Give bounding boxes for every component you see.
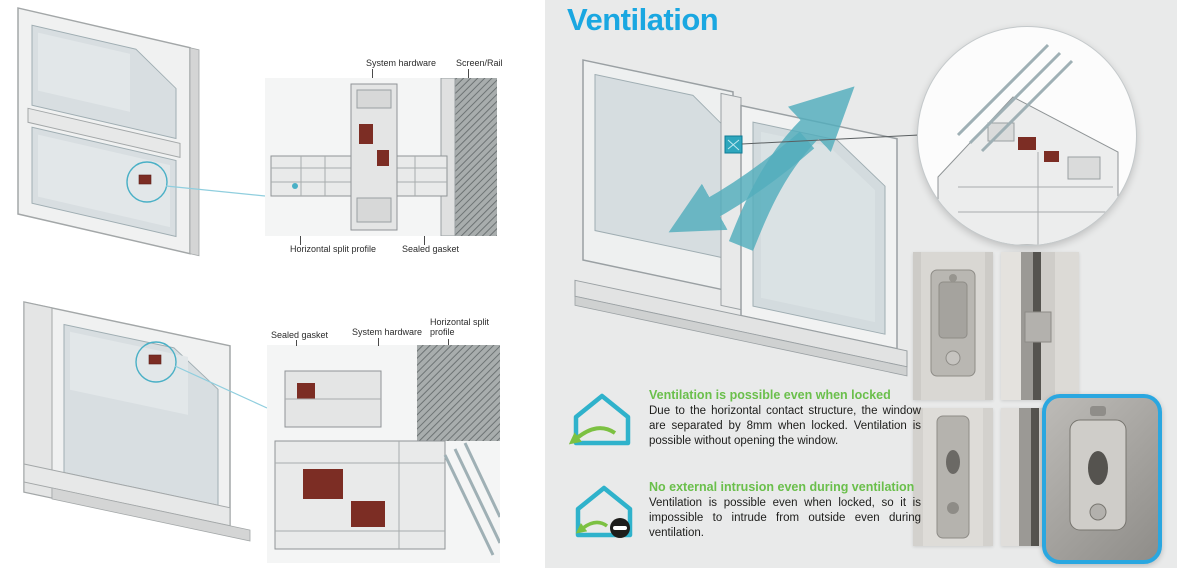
hinge-block: [1024, 311, 1052, 343]
leader-line-to-circle: [741, 134, 920, 145]
glass-layer: [443, 454, 495, 556]
label-horizontal-split-profile-bottom: Horizontal split profile: [430, 317, 490, 337]
leader-line-bottom: [174, 365, 268, 409]
callout-line: [378, 338, 379, 346]
cross-section-top-art: [265, 77, 497, 237]
glass-layer: [956, 43, 1050, 137]
gasket-red: [359, 124, 373, 144]
screen-mesh: [455, 78, 497, 236]
circular-detail-art: [937, 43, 1119, 245]
house-airflow-icon: [569, 393, 631, 446]
gasket-red: [303, 469, 343, 499]
callout-line: [300, 236, 301, 245]
section-heading-1: Ventilation is possible even when locked: [649, 388, 891, 402]
detail-marker-circle-bottom: [135, 341, 177, 383]
house-outline: [575, 485, 633, 538]
label-screen-rail: Screen/Rail: [456, 58, 503, 68]
gasket-red: [1018, 137, 1036, 150]
lock-keeper-detail: [1042, 394, 1162, 564]
window-illustration-bottom: [23, 301, 251, 542]
circular-detail-view: [917, 26, 1137, 246]
airflow-green-arrow: [575, 520, 609, 534]
keeper-plate: [936, 415, 970, 539]
hardware-photo-frame-top: [1001, 252, 1079, 400]
hardware-photo-lock-bottom: [913, 408, 993, 546]
airflow-arrow-in: [668, 131, 815, 233]
cross-section-detail-top: [265, 77, 497, 237]
label-sealed-gasket-top: Sealed gasket: [402, 244, 460, 254]
section-heading-2: No external intrusion even during ventil…: [649, 480, 915, 494]
airflow-green-arrow: [569, 426, 617, 445]
left-panel: System hardware Screen/Rail Horizontal s…: [0, 0, 545, 568]
callout-line: [468, 69, 469, 78]
page-title: Ventilation: [567, 2, 719, 37]
left-illustrations: [17, 7, 268, 542]
section-body-2: Ventilation is possible even when locked…: [649, 497, 921, 540]
screen-mesh: [417, 345, 500, 441]
detail-marker-circle-top: [126, 161, 168, 203]
callout-line: [296, 340, 297, 346]
ventilation-illustration: [574, 59, 920, 377]
label-sealed-gasket-bottom: Sealed gasket: [271, 330, 329, 340]
split-profile: [274, 440, 446, 550]
label-system-hardware-top: System hardware: [366, 58, 437, 68]
cross-section-bottom-art: [267, 345, 502, 563]
callout-line: [372, 69, 373, 78]
callout-dot: [292, 183, 298, 189]
hardware-photo-lock-top: [913, 252, 993, 400]
house-outline: [573, 393, 631, 446]
callout-line: [448, 339, 449, 345]
cross-section-detail-bottom: [267, 345, 502, 563]
window-illustration-top: [17, 7, 200, 257]
leader-line-top: [165, 185, 266, 197]
ventilation-panel: Ventilation: [545, 0, 1177, 568]
section-body-1: Due to the horizontal contact structure,…: [649, 405, 921, 448]
label-system-hardware-bottom: System hardware: [352, 327, 423, 337]
label-horizontal-split-profile-top: Horizontal split profile: [290, 244, 377, 254]
callout-line: [424, 236, 425, 245]
house-lock-icon: [575, 485, 633, 538]
